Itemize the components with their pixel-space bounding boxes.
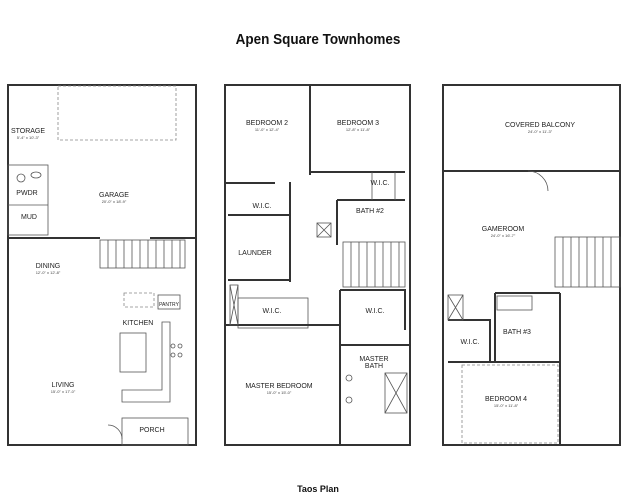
second-floor-plan bbox=[224, 84, 411, 446]
room-dims-bedroom-2: 11'-0" x 12'-4" bbox=[255, 127, 280, 132]
room-label-wic-master-1: W.I.C. bbox=[262, 308, 281, 315]
room-label-master-bath-2: BATH bbox=[365, 363, 383, 370]
plan-name: Taos Plan bbox=[297, 484, 339, 494]
room-label-covered-balcony: COVERED BALCONY bbox=[505, 122, 575, 129]
room-label-living: LIVING bbox=[52, 382, 75, 389]
room-label-dining: DINING bbox=[36, 263, 61, 270]
kitchen-island bbox=[119, 332, 147, 373]
room-dims-gameroom: 24'-0" x 16'-7" bbox=[491, 233, 516, 238]
room-label-bedroom-2: BEDROOM 2 bbox=[246, 120, 288, 127]
room-dims-bedroom-3: 12'-8" x 11'-8" bbox=[346, 127, 371, 132]
room-label-pantry: PANTRY bbox=[159, 302, 179, 308]
stairs-3 bbox=[554, 236, 621, 288]
room-label-storage: STORAGE bbox=[11, 128, 45, 135]
room-label-wic-bed4: W.I.C. bbox=[460, 339, 479, 346]
room-label-wic-master-2: W.I.C. bbox=[365, 308, 384, 315]
room-dims-dining: 12'-0" x 12'-8" bbox=[36, 270, 61, 275]
room-dims-living: 15'-0" x 17'-0" bbox=[51, 389, 76, 394]
room-dims-garage: 20'-0" x 18'-9" bbox=[102, 199, 127, 204]
room-label-launder: LAUNDER bbox=[238, 250, 271, 257]
room-label-bath-2: BATH #2 bbox=[356, 208, 384, 215]
room-label-wic-bed3: W.I.C. bbox=[370, 180, 389, 187]
room-label-kitchen: KITCHEN bbox=[123, 320, 154, 327]
stairs-2 bbox=[342, 241, 406, 288]
room-label-mud: MUD bbox=[21, 214, 37, 221]
room-label-master-bath-1: MASTER bbox=[359, 356, 388, 363]
drawing-title: Apen Square Townhomes bbox=[235, 31, 401, 48]
room-label-porch: PORCH bbox=[139, 427, 164, 434]
room-label-bath-3: BATH #3 bbox=[503, 329, 531, 336]
room-label-pwdr: PWDR bbox=[16, 190, 37, 197]
room-label-master-bedroom: MASTER BEDROOM bbox=[245, 383, 312, 390]
room-label-bedroom-4: BEDROOM 4 bbox=[485, 396, 527, 403]
room-dims-master-bedroom: 15'-0" x 15'-0" bbox=[267, 390, 292, 395]
room-dims-storage: 5'-4" x 10'-3" bbox=[17, 135, 40, 140]
room-label-garage: GARAGE bbox=[99, 192, 129, 199]
room-dims-covered-balcony: 24'-0" x 11'-3" bbox=[528, 129, 553, 134]
garage-door-overhead bbox=[57, 85, 177, 141]
room-label-gameroom: GAMEROOM bbox=[482, 226, 525, 233]
room-dims-bedroom-4: 15'-0" x 11'-8" bbox=[494, 403, 519, 408]
third-floor-plan bbox=[442, 84, 621, 446]
room-label-wic-bed2: W.I.C. bbox=[252, 203, 271, 210]
first-floor-plan bbox=[7, 84, 197, 446]
stairs-1 bbox=[99, 239, 186, 269]
room-label-bedroom-3: BEDROOM 3 bbox=[337, 120, 379, 127]
